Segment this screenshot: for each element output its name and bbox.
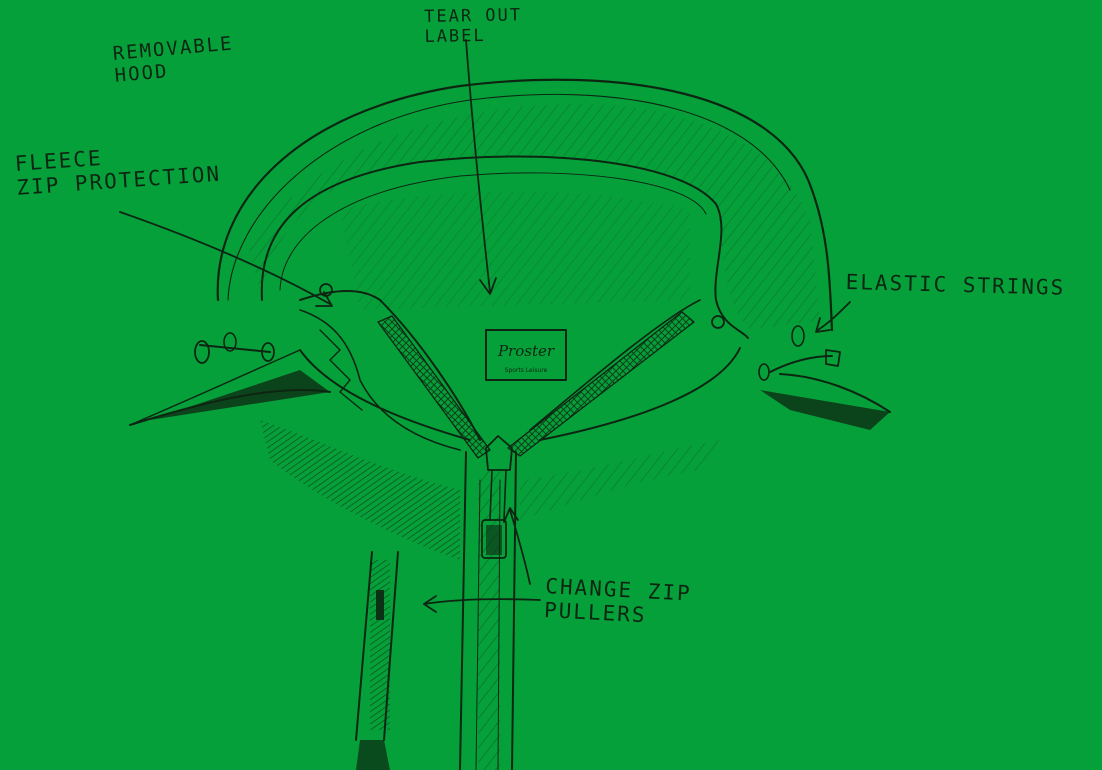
jacket-collar (130, 348, 890, 440)
right-elastic-toggle (759, 326, 840, 380)
annotation-change-zip-pullers: CHANGE ZIP PULLERS (543, 574, 692, 630)
left-elastic-toggle (195, 333, 274, 363)
right-eyelet (712, 316, 724, 328)
label-brand-text: Proster (497, 342, 555, 360)
zip-teeth-left (378, 316, 490, 458)
replacement-zip-puller (356, 552, 398, 770)
label-tagline-text: Sports Leisure (505, 367, 548, 374)
zip-teeth-right (508, 312, 694, 456)
center-zip (460, 452, 516, 770)
annotation-tear-out-label: TEAR OUT LABEL (424, 6, 523, 47)
